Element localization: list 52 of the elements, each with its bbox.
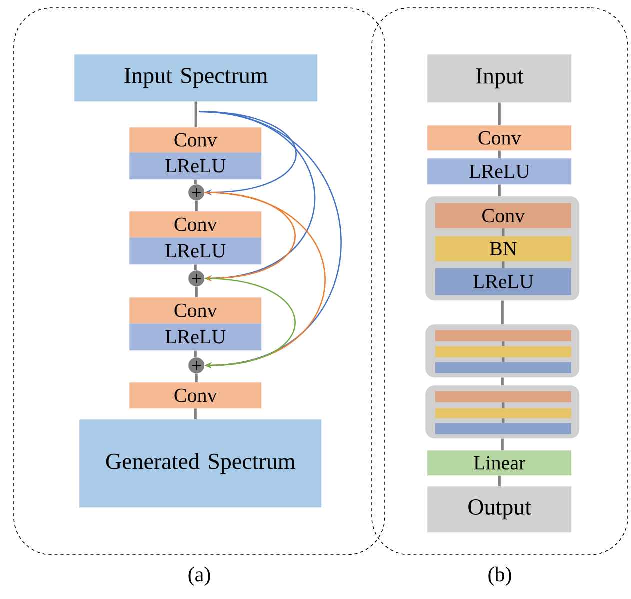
layer-box: Linear xyxy=(428,450,572,476)
connector-line xyxy=(195,200,198,212)
skip-arrow xyxy=(204,192,296,282)
layer-bar xyxy=(435,362,572,374)
layer-box: Input Spectrum xyxy=(74,54,318,102)
layer-box: Conv xyxy=(435,203,572,228)
plus-circle xyxy=(188,184,205,201)
layer-box: LReLU xyxy=(130,152,262,180)
layer-bar xyxy=(435,423,572,434)
layer-box: Conv xyxy=(130,382,262,409)
connector-line xyxy=(194,102,198,128)
connector-line xyxy=(498,150,501,158)
layer-box: LReLU xyxy=(130,238,262,265)
layer-box: Output xyxy=(428,486,572,533)
connector-line xyxy=(501,378,504,386)
dashed-panel xyxy=(14,8,386,556)
plus-circle xyxy=(188,270,205,287)
connector-line xyxy=(498,102,501,126)
connector-line xyxy=(194,180,197,184)
layer-box: LReLU xyxy=(435,268,572,296)
connector-line xyxy=(501,300,504,324)
layer-box: Conv xyxy=(130,212,262,238)
connector-line xyxy=(502,342,505,346)
layer-box: LReLU xyxy=(428,158,572,185)
connector-line xyxy=(502,402,505,408)
layer-box: Conv xyxy=(130,128,262,153)
connector-line xyxy=(498,476,501,486)
connector-line xyxy=(502,418,505,424)
layer-box: LReLU xyxy=(130,324,262,351)
connector-line xyxy=(194,350,197,358)
layer-box: Input xyxy=(428,54,572,103)
connector-line xyxy=(498,184,501,196)
connector-line xyxy=(502,262,505,268)
dashed-panel xyxy=(372,8,628,556)
plus-circle xyxy=(188,358,205,374)
layer-bar xyxy=(435,346,572,358)
connector-line xyxy=(194,264,197,270)
layer-box: Conv xyxy=(428,126,572,151)
layer-box: BN xyxy=(435,236,572,262)
panel-caption: (b) xyxy=(488,566,512,586)
connector-line xyxy=(502,358,505,362)
panel-caption: (a) xyxy=(188,566,210,586)
layer-box: Conv xyxy=(130,298,262,324)
connector-line xyxy=(194,408,197,420)
layer-box: Generated Spectrum xyxy=(80,420,322,508)
connector-line xyxy=(195,286,198,298)
skip-arrow xyxy=(204,278,296,369)
connector-line xyxy=(195,374,198,382)
layer-bar xyxy=(435,391,572,402)
connector-line xyxy=(502,228,505,236)
layer-bar xyxy=(435,330,572,342)
connector-line xyxy=(501,438,504,450)
